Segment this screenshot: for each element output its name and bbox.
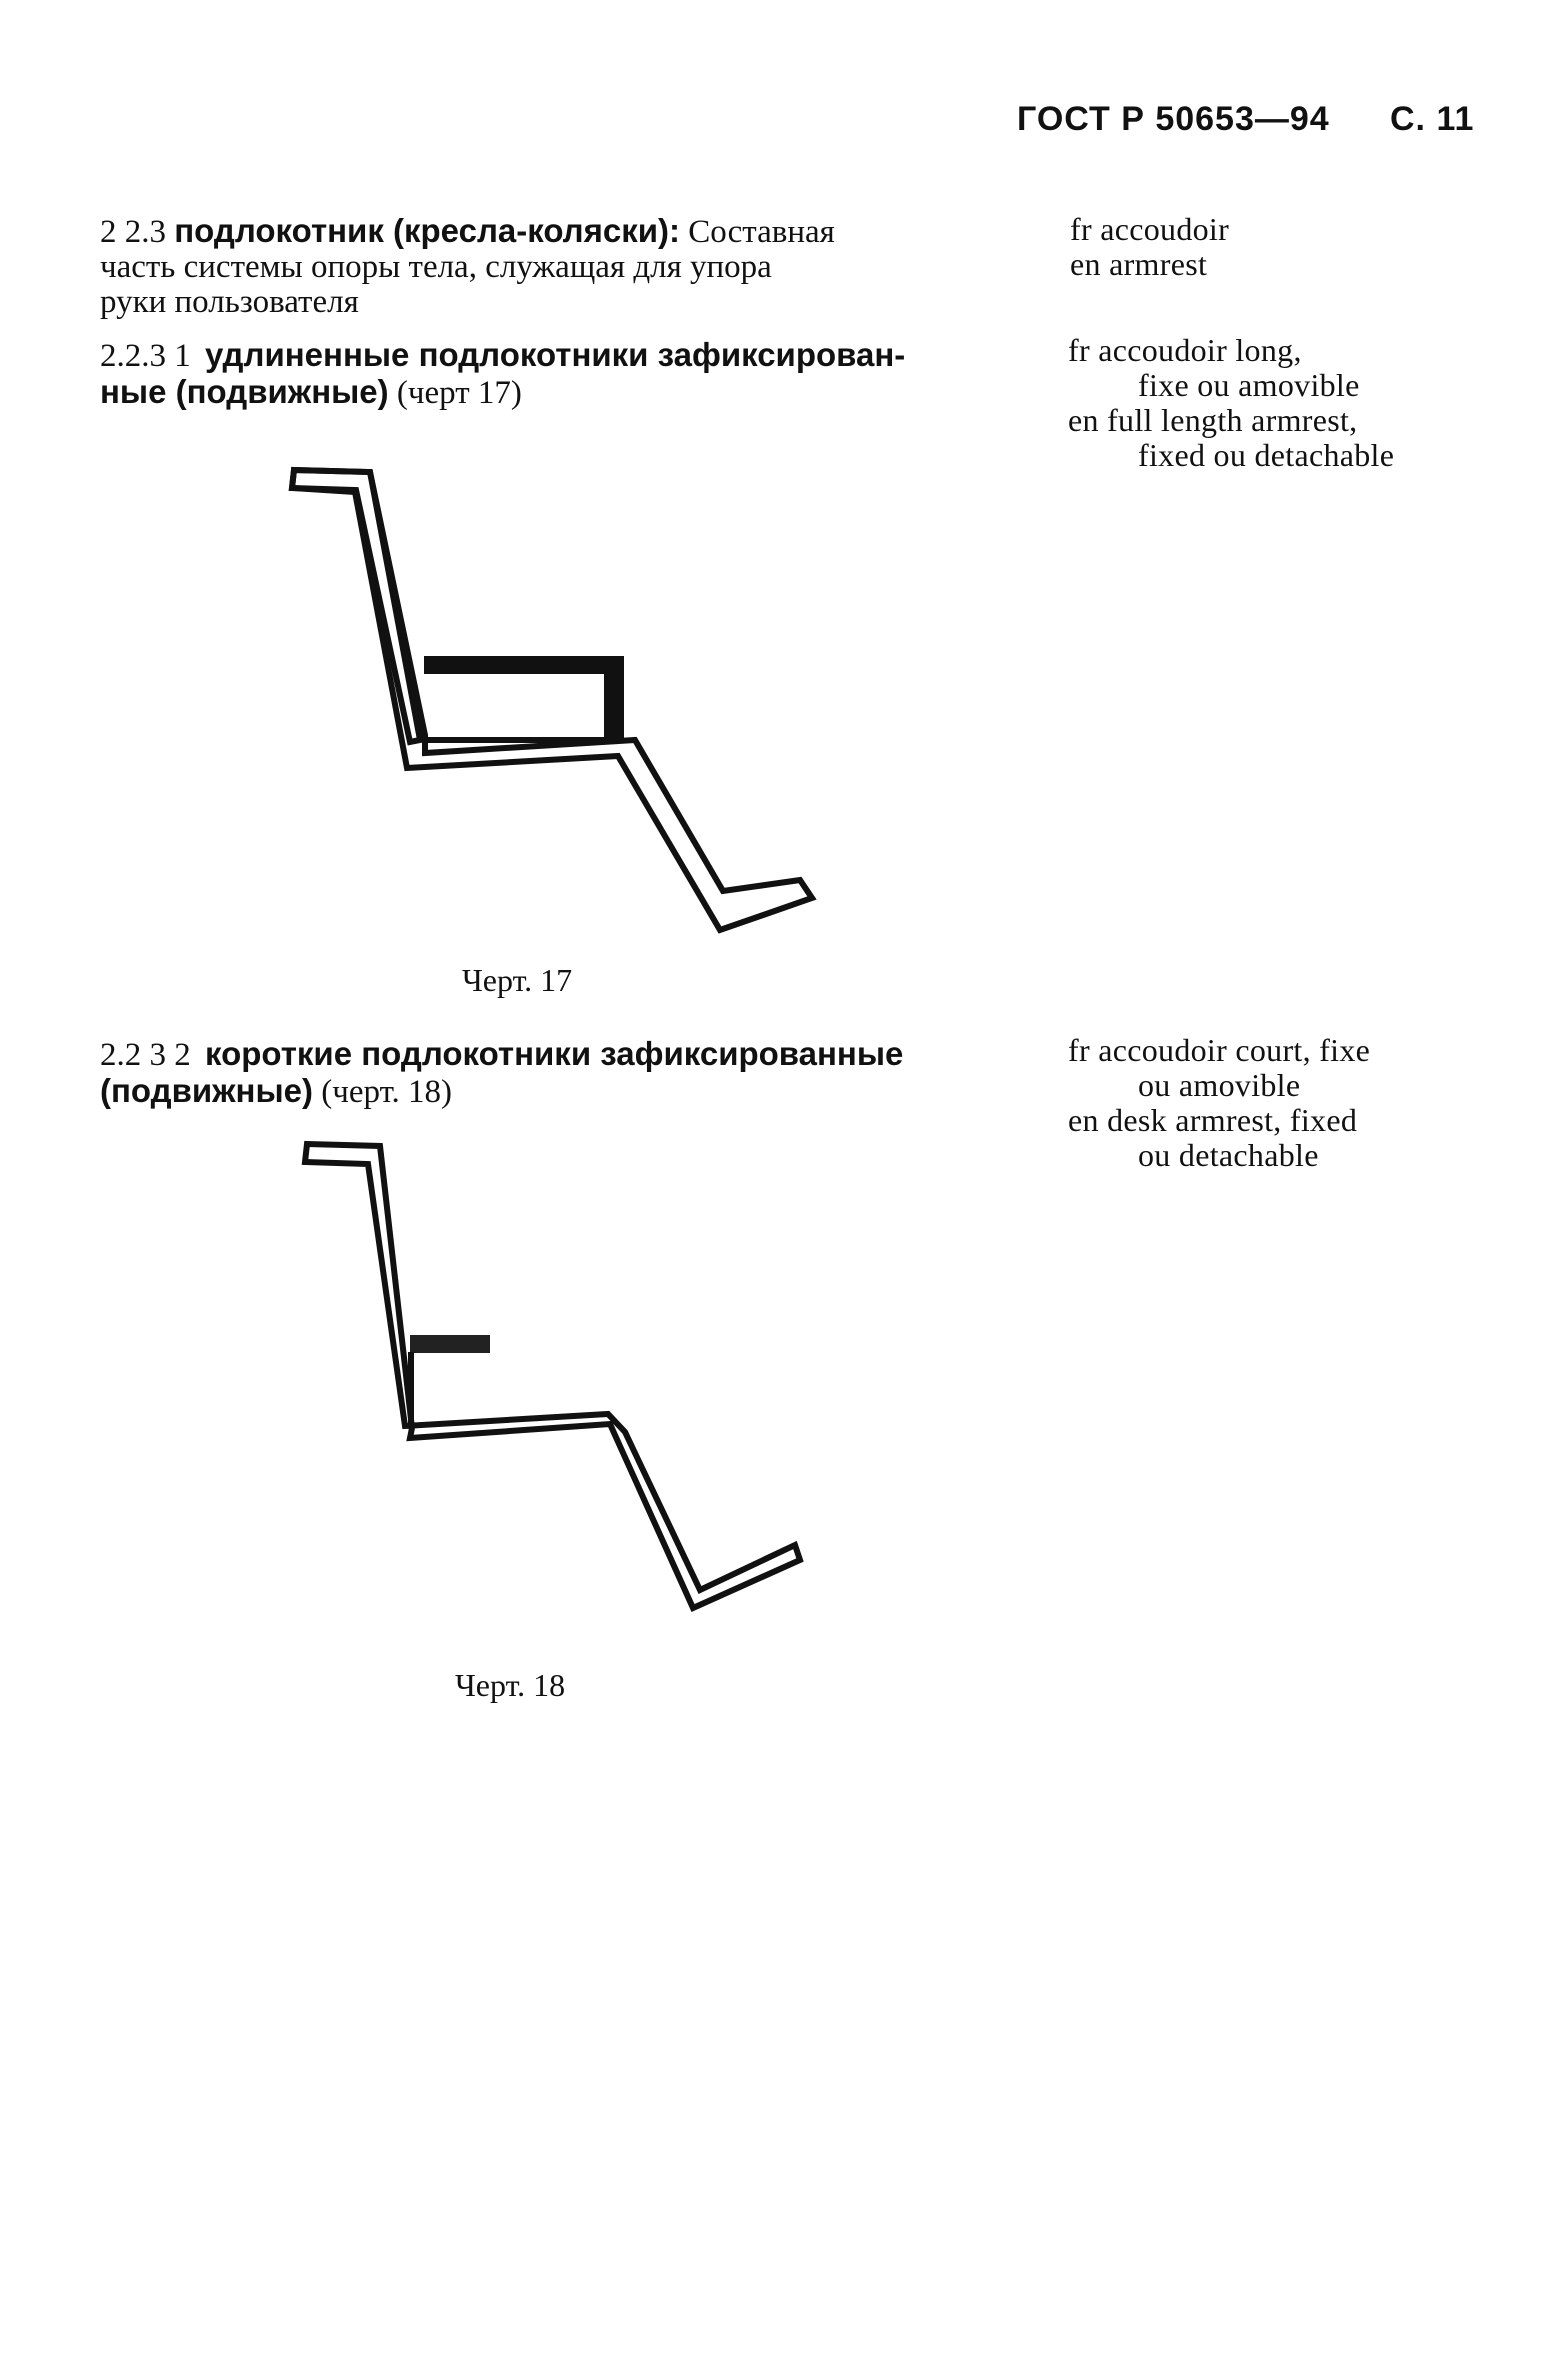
definition-text: часть системы опоры тела, служащая для у…	[100, 249, 772, 285]
definition-text: Составная	[688, 214, 835, 250]
term: короткие подлокотники зафиксированные	[205, 1035, 904, 1072]
figure-17-caption: Черт. 17	[462, 962, 573, 998]
armrest-bar	[424, 656, 624, 674]
definition-text: руки пользователя	[100, 284, 359, 320]
armrest-bar	[410, 1335, 490, 1353]
equivalents-2-2-3: fr accoudoir en armrest	[1070, 212, 1229, 282]
term: удлиненные подлокотники зафиксирован-	[205, 336, 906, 373]
equivalent-en: fixed ou detachable	[1138, 437, 1395, 473]
equivalent-fr: fixe ou amovible	[1138, 367, 1360, 403]
armrest-post	[604, 656, 624, 740]
page-number: С. 11	[1390, 100, 1475, 138]
figure-reference: (черт 17)	[396, 375, 522, 411]
term: подлокотник (кресла-коляски):	[174, 212, 681, 249]
equivalent-en: ou detachable	[1138, 1137, 1319, 1173]
figure-17-armrest-diagram	[288, 466, 817, 934]
equivalent-fr: ou amovible	[1138, 1067, 1301, 1103]
figure-reference: (черт. 18)	[321, 1074, 453, 1110]
figure-18-armrest-diagram	[301, 1140, 804, 1612]
entry-number: 2.2 3 2	[100, 1037, 191, 1073]
equivalents-2-2-3-1: fr accoudoir long, fixe ou amovible en f…	[1068, 333, 1394, 473]
chair-frame-outline	[288, 466, 817, 934]
term: ные (подвижные)	[100, 373, 389, 410]
equivalent-fr: fr accoudoir court, fixe	[1068, 1032, 1371, 1068]
equivalent-fr: fr accoudoir long,	[1068, 332, 1302, 368]
equivalents-2-2-3-2: fr accoudoir court, fixe ou amovible en …	[1068, 1033, 1370, 1173]
entry-2-2-3-1: 2.2.3 1 удлиненные подлокотники зафиксир…	[100, 337, 960, 411]
standard-number: ГОСТ Р 50653—94	[1017, 100, 1330, 138]
equivalent-en: en desk armrest, fixed	[1068, 1102, 1358, 1138]
term: (подвижные)	[100, 1072, 314, 1109]
entry-2-2-3-2: 2.2 3 2 короткие подлокотники зафиксиров…	[100, 1036, 960, 1110]
equivalent-en: en full length armrest,	[1068, 402, 1358, 438]
figure-18-caption: Черт. 18	[455, 1667, 566, 1703]
entry-number: 2.2.3 1	[100, 338, 191, 374]
equivalent-en: en armrest	[1070, 246, 1208, 282]
equivalent-fr: fr accoudoir	[1070, 211, 1230, 247]
entry-number: 2 2.3	[100, 214, 166, 250]
chair-frame-outline	[301, 1140, 804, 1612]
entry-2-2-3: 2 2.3 подлокотник (кресла-коляски): Сост…	[100, 213, 960, 320]
